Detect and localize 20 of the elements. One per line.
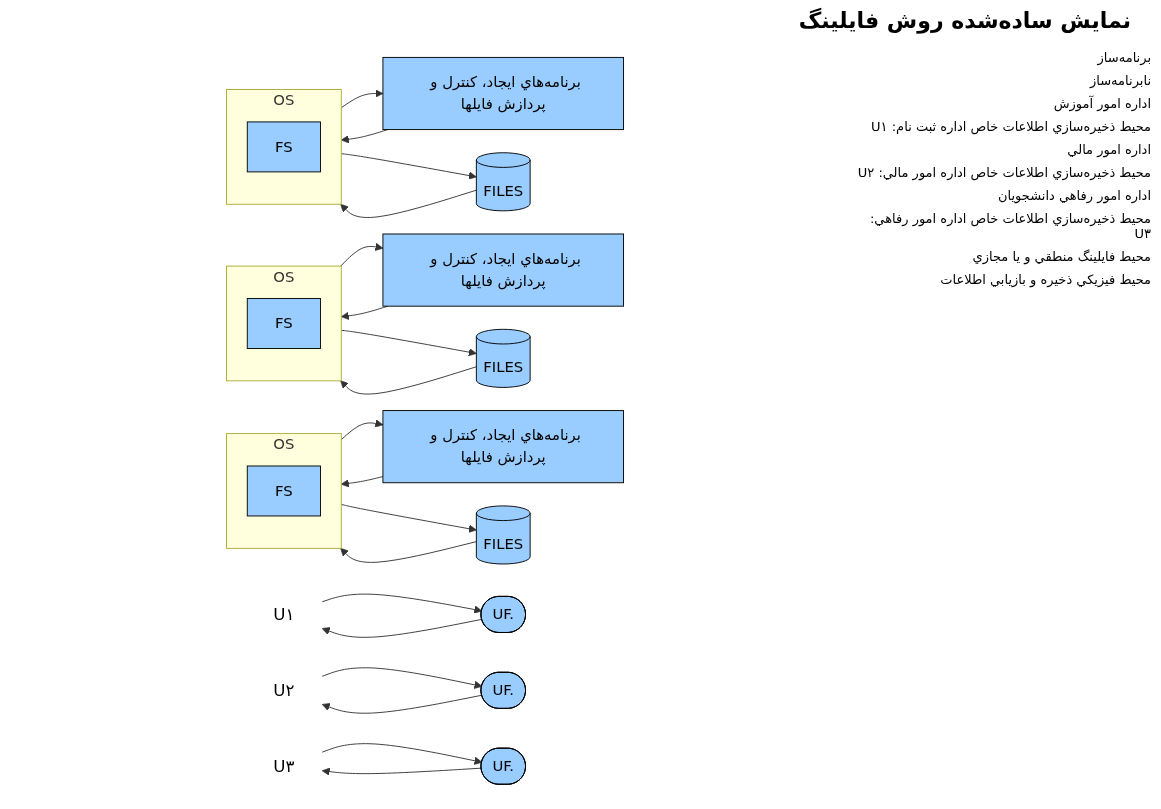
node-box: FS (246, 121, 321, 173)
node-box: FS (246, 298, 321, 349)
diagram-title: نمايش ساده‌شده روش فايلينگ (798, 8, 1131, 33)
node-box: برنامه‌هاي ايجاد، كنترل و پردازش فايلها (382, 56, 624, 131)
note-text: برنامه‌ساز (1096, 50, 1151, 65)
note-text: اداره امور رفاهي دانشجويان (996, 188, 1151, 203)
note-text: نابرنامه‌ساز (1088, 73, 1151, 88)
note-text: اداره امور آموزش (1052, 96, 1151, 111)
note-text: محيط ذخيره‌سازي اطلاعات خاص اداره ثبت نام: U۱ (870, 119, 1151, 134)
node-box: برنامه‌هاي ايجاد، كنترل و پردازش فايلها (382, 410, 624, 484)
note-text: محيط فايلينگ منطقي و يا مجازي (971, 249, 1151, 264)
note-text: اداره امور مالي (1066, 142, 1151, 157)
note-text: محيط فيزيكي ذخيره و بازيابي اطلاعات (939, 272, 1151, 287)
note-text: محيط ذخيره‌سازي اطلاعات خاص اداره امور رفاهي: U۳ (868, 211, 1151, 241)
note-text: محيط ذخيره‌سازي اطلاعات خاص اداره امور مالي: U۲ (856, 165, 1151, 180)
node-text: U۱ (273, 604, 295, 625)
node-box: برنامه‌هاي ايجاد، كنترل و پردازش فايلها (382, 233, 624, 307)
node-text: U۲ (273, 680, 295, 701)
node-text: U۳ (273, 756, 295, 776)
node-box: FS (246, 465, 321, 517)
